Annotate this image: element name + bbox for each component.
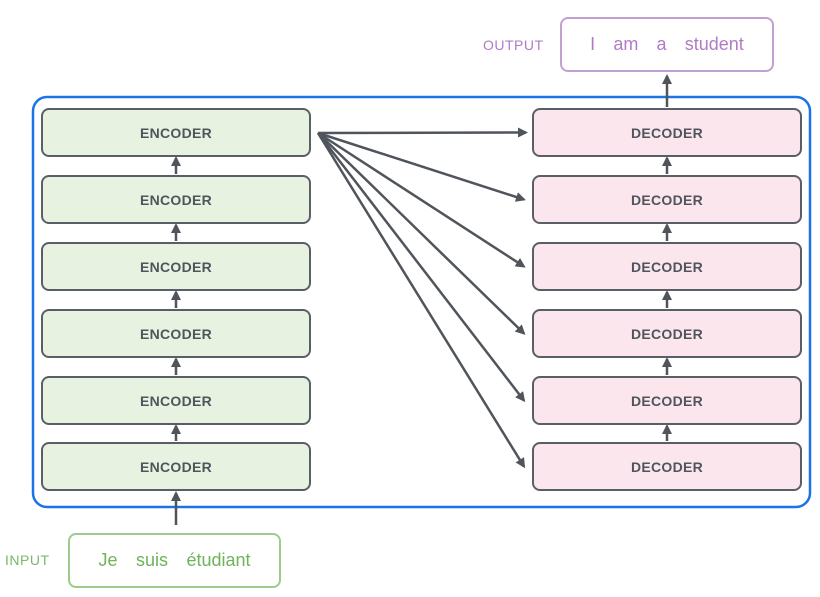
encoder-to-decoder-arrow	[317, 131, 526, 268]
output-token: student	[684, 34, 744, 54]
encoder-to-decoder-arrow	[316, 132, 526, 469]
encoder-block-4: ENCODER	[41, 309, 311, 358]
output-token: a	[656, 34, 667, 54]
output-token: I	[590, 34, 596, 54]
input-token: étudiant	[186, 550, 251, 570]
decoder-block-6: DECODER	[532, 442, 802, 491]
input-box: Je suis étudiant	[68, 533, 281, 588]
encoder-to-decoder-arrow	[317, 127, 528, 138]
input-token: Je	[98, 550, 118, 570]
decoder-block-3: DECODER	[532, 242, 802, 291]
decoder-block-5: DECODER	[532, 376, 802, 425]
input-label: INPUT	[5, 552, 50, 568]
input-token: suis	[135, 550, 168, 570]
encoder-block-6: ENCODER	[41, 442, 311, 491]
decoder-block-4: DECODER	[532, 309, 802, 358]
encoder-block-1: ENCODER	[41, 108, 311, 157]
encoder-block-3: ENCODER	[41, 242, 311, 291]
encoder-to-decoder-arrow	[317, 132, 526, 403]
encoder-block-2: ENCODER	[41, 175, 311, 224]
encoder-to-decoder-arrow	[317, 132, 526, 335]
output-token: am	[613, 34, 639, 54]
decoder-block-2: DECODER	[532, 175, 802, 224]
encoder-to-decoder-arrow	[317, 131, 526, 202]
stack-container	[31, 95, 812, 509]
arrows-group	[171, 74, 672, 525]
decoder-block-1: DECODER	[532, 108, 802, 157]
output-label: OUTPUT	[483, 37, 544, 53]
encoder-block-5: ENCODER	[41, 376, 311, 425]
output-box: I am a student	[560, 17, 774, 72]
